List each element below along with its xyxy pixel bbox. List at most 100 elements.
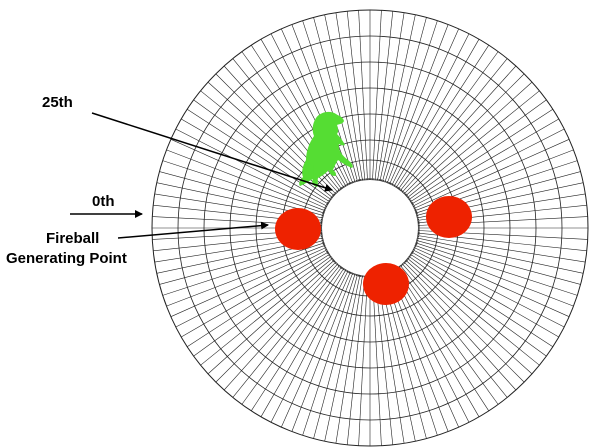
grid-spoke (175, 128, 328, 207)
inner-edge-dot (329, 255, 332, 258)
grid-spoke (401, 65, 517, 193)
inner-edge-dot (348, 271, 351, 274)
grid-spoke (166, 149, 326, 212)
inner-edge-dot (370, 178, 372, 180)
grid-spoke (391, 33, 470, 186)
grid-spoke (324, 14, 361, 182)
inner-edge-dot (337, 264, 340, 267)
grid-spoke (403, 73, 525, 195)
inner-edge-dot (416, 212, 418, 215)
inner-edge-dot (324, 247, 327, 249)
inner-edge-dot (333, 193, 336, 196)
inner-edge-dot (334, 192, 337, 194)
grid-spoke (207, 259, 335, 375)
grid-spoke (389, 28, 459, 185)
inner-edge-dot (417, 220, 420, 223)
fireballs-group (275, 196, 472, 305)
inner-edge-dot (415, 210, 418, 213)
inner-edge-dot (412, 250, 414, 253)
fireball-icon (363, 263, 409, 305)
inner-edge-dot (417, 222, 420, 225)
inner-edge-dot (386, 181, 388, 183)
inner-edge-dot (395, 185, 398, 188)
grid-spoke (417, 235, 586, 263)
grid-spoke (407, 257, 540, 366)
grid-spoke (372, 275, 382, 446)
generator-label-line2: Generating Point (6, 250, 127, 267)
inner-edge-dot (361, 275, 364, 278)
grid-spoke (251, 268, 345, 411)
inner-edge-dot (378, 178, 381, 181)
grid-spoke (395, 45, 489, 188)
inner-edge-dot (403, 262, 406, 264)
ring-0-label: 0th (92, 193, 115, 210)
inner-edge-dot (408, 255, 411, 258)
inner-edge-dot (337, 189, 340, 192)
grid-spoke (372, 10, 382, 181)
inner-edge-dot (322, 243, 325, 246)
inner-edge-dot (322, 241, 324, 244)
inner-edge-dot (409, 199, 412, 202)
inner-edge-dot (359, 178, 362, 181)
inner-edge-dot (350, 272, 352, 275)
inner-edge-dot (376, 178, 379, 181)
grid-spoke (162, 160, 325, 214)
inner-edge-dot (363, 178, 366, 181)
grid-spoke (410, 253, 553, 347)
grid-spoke (397, 266, 499, 405)
inner-edge-dot (344, 269, 347, 272)
inner-edge-dot (417, 218, 420, 221)
grid-spoke (181, 251, 329, 338)
inner-edge-dot (412, 203, 414, 206)
grid-spoke (379, 14, 416, 182)
inner-edge-dot (401, 263, 404, 266)
inner-edge-dot (352, 181, 354, 183)
grid-spoke (302, 20, 356, 183)
grid-spoke (313, 274, 358, 439)
inner-edge-dot (339, 266, 342, 268)
inner-edge-dot (417, 235, 420, 238)
inner-edge-dot (418, 225, 420, 227)
inner-edge-dot (384, 180, 387, 183)
inner-edge-dot (348, 182, 351, 185)
inner-edge-dot (320, 222, 323, 225)
inner-edge-dot (417, 233, 420, 236)
inner-edge-dot (368, 178, 370, 180)
grid-spoke (346, 11, 366, 181)
inner-edge-dot (346, 270, 349, 273)
grid-spoke (412, 249, 565, 328)
grid-spoke (393, 39, 480, 187)
grid-spoke (313, 17, 358, 182)
ring-25-label: 25th (42, 94, 73, 111)
grid-spoke (384, 20, 438, 183)
grid-spoke (358, 10, 368, 181)
inner-edge-dot (406, 195, 408, 197)
grid-spoke (175, 249, 328, 328)
inner-edge-dot (400, 264, 403, 267)
inner-edge-dot (323, 209, 326, 211)
inner-edge-dot (413, 247, 416, 249)
grid-spoke (302, 273, 356, 436)
grid-spoke (335, 12, 363, 181)
inner-edge-dot (325, 248, 328, 251)
grid-spoke (260, 269, 347, 417)
inner-edge-dot (414, 209, 417, 211)
fireball-icon (426, 196, 472, 238)
inner-edge-dot (374, 178, 377, 181)
inner-edge-dot (412, 248, 415, 251)
inner-edge-dot (326, 250, 328, 253)
inner-edge-dot (320, 235, 323, 238)
inner-edge-dot (400, 189, 403, 192)
inner-edge-dot (389, 182, 392, 185)
inner-edge-dot (357, 274, 360, 277)
grid-spoke (162, 242, 325, 296)
grid-spoke (324, 274, 361, 442)
inner-edge-dot (336, 263, 339, 266)
grid-spoke (187, 253, 330, 347)
inner-edge-dot (352, 273, 354, 275)
inner-edge-dot (407, 196, 410, 199)
inner-edge-dot (413, 207, 416, 209)
inner-edge-dot (418, 227, 420, 229)
